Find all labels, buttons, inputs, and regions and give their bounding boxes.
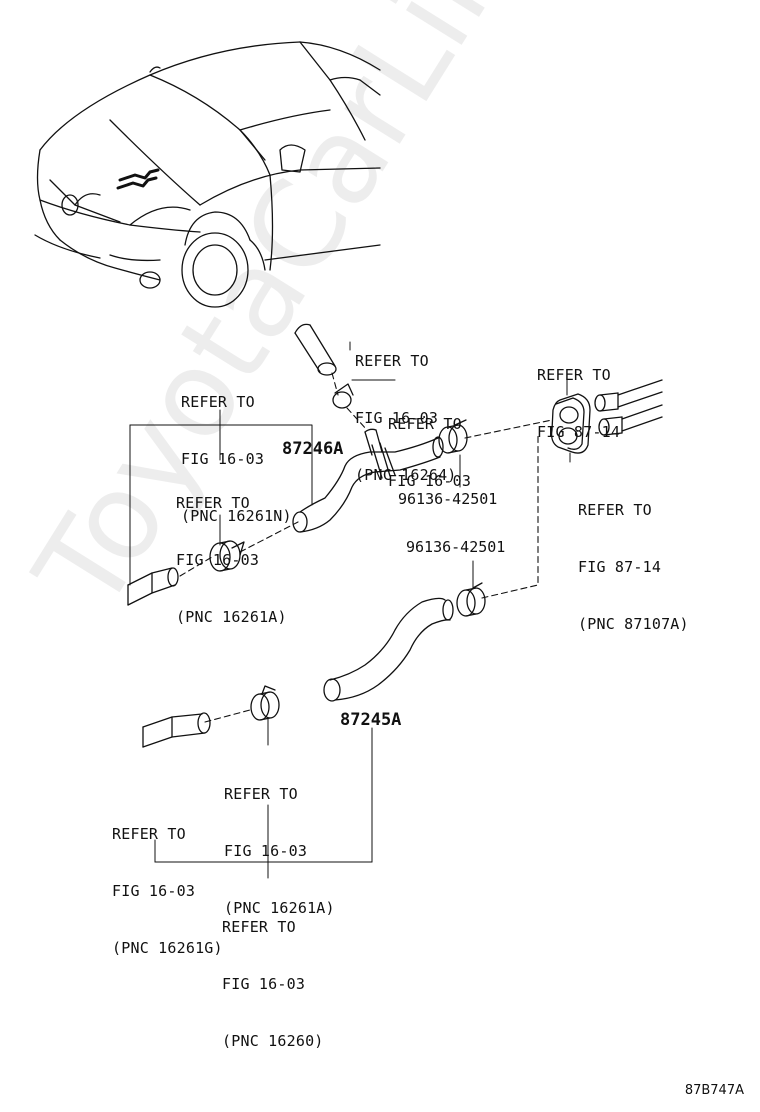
pipe-16261G bbox=[142, 712, 211, 748]
ref-line-2: FIG 16-03 bbox=[355, 409, 439, 427]
pipe-16261N bbox=[127, 567, 179, 606]
ref-line-1: REFER TO bbox=[181, 393, 255, 411]
figure-code: 87B747A bbox=[684, 1083, 744, 1098]
hose-87246A bbox=[292, 428, 444, 533]
ref-line-2: FIG 87-14 bbox=[578, 558, 662, 576]
clamp-16261A-lower bbox=[250, 685, 280, 721]
ref-line-2: FIG 16-03 bbox=[222, 975, 306, 993]
leader-lines bbox=[129, 341, 571, 879]
ref-pnc-16261G: REFER TO FIG 16-03 (PNC 16261G) bbox=[112, 787, 223, 996]
ref-line-2: FIG 16-03 bbox=[176, 551, 260, 569]
ref-line-3: (PNC 16264) bbox=[355, 466, 457, 484]
ref-line-1: REFER TO bbox=[578, 501, 652, 519]
ref-line-3: (PNC 87107A) bbox=[578, 615, 689, 633]
ref-line-3: (PNC 16261A) bbox=[176, 608, 287, 626]
ref-line-1: REFER TO bbox=[224, 785, 298, 803]
clip-upper bbox=[332, 383, 354, 409]
car-illustration bbox=[34, 41, 381, 308]
grommet bbox=[550, 393, 591, 454]
ref-line-2: FIG 16-03 bbox=[181, 450, 265, 468]
ref-fig-87-14-grommet: REFER TO FIG 87-14 bbox=[537, 328, 620, 480]
hose-87245A bbox=[323, 597, 454, 702]
ref-line-2: FIG 16-03 bbox=[112, 882, 196, 900]
ref-line-1: REFER TO bbox=[176, 494, 250, 512]
ref-pnc-16261A-upper: REFER TO FIG 16-03 (PNC 16261A) bbox=[176, 456, 287, 665]
ref-line-3: (PNC 16261N) bbox=[181, 507, 292, 525]
ref-pnc-16260: REFER TO FIG 16-03 (PNC 16260) bbox=[222, 880, 324, 1089]
pipes-87107A bbox=[594, 379, 663, 436]
ref-line-1: REFER TO bbox=[537, 366, 611, 384]
dashed-lines bbox=[179, 372, 553, 723]
ref-line-3: (PNC 16261A) bbox=[224, 899, 335, 917]
ref-pnc-87107A: REFER TO FIG 87-14 (PNC 87107A) bbox=[578, 463, 689, 672]
ref-pnc-16261A-lower: REFER TO FIG 16-03 (PNC 16261A) bbox=[224, 747, 335, 956]
ref-line-1: REFER TO bbox=[388, 415, 462, 433]
ref-line-1: REFER TO bbox=[355, 352, 429, 370]
part-number-hose-lower: 87245A bbox=[340, 710, 402, 730]
ref-line-3: (PNC 16260) bbox=[222, 1032, 324, 1050]
ref-line-1: REFER TO bbox=[222, 918, 296, 936]
ref-pnc-16264: REFER TO FIG 16-03 (PNC 16264) bbox=[355, 314, 457, 523]
ref-line-1: REFER TO bbox=[112, 825, 186, 843]
ref-line-2: FIG 16-03 bbox=[224, 842, 308, 860]
part-number-hose-upper: 87246A bbox=[282, 439, 344, 459]
ref-line-2: FIG 16-03 bbox=[388, 472, 472, 490]
ref-line-3: (PNC 16261G) bbox=[112, 939, 223, 957]
ref-pnc-16261N: REFER TO FIG 16-03 (PNC 16261N) bbox=[181, 355, 292, 564]
part-number-clamp-lower: 96136-42501 bbox=[406, 538, 506, 556]
clamp-lower bbox=[456, 582, 486, 617]
clamp-upper bbox=[438, 419, 468, 454]
part-number-clamp-upper: 96136-42501 bbox=[398, 490, 498, 508]
ref-line-2: FIG 87-14 bbox=[537, 423, 621, 441]
ref-fig-16-03-clip: REFER TO FIG 16-03 bbox=[388, 377, 471, 529]
pipe-16264 bbox=[294, 323, 337, 376]
